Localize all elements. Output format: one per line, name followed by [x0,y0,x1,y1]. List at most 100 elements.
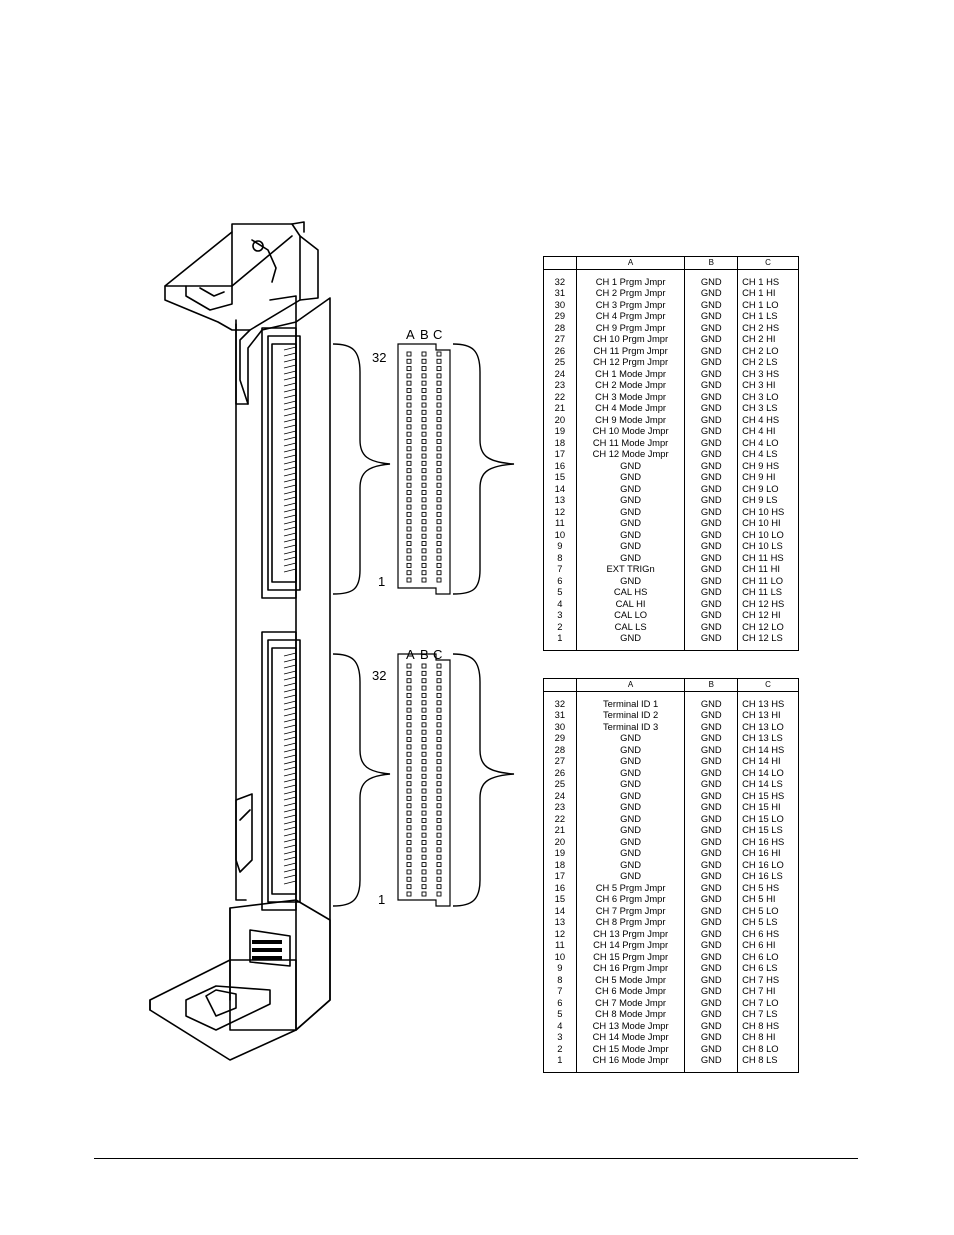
signal-a: CH 6 Mode Jmpr [575,985,686,997]
slot-contact-line [283,778,297,783]
connector-bottom-pin [421,737,427,742]
connector-top-pin [421,490,427,495]
connector-top-pin [421,395,427,401]
slot-contact-line [283,676,297,681]
connector-bottom-pin [436,722,442,728]
connector-top-pin [406,497,412,503]
connector-top-pin [436,388,442,393]
signal-a: GND [575,482,686,494]
signal-a: CH 11 Prgm Jmpr [575,344,686,356]
signal-c: CH 15 LS [737,824,799,836]
pin-number: 19 [543,425,577,437]
signal-c: CH 4 HS [737,413,799,425]
slot-contact-line [283,802,297,807]
connector-top-pin [421,439,427,444]
slot-contact-line [283,700,297,705]
connector-top-pin [436,417,442,423]
connector-top-pin [406,526,412,532]
slot-contact-line [283,544,297,549]
connector-top-pin [406,380,412,386]
signal-a: CH 7 Prgm Jmpr [575,904,686,916]
slot-contact-line [283,838,297,843]
signal-a: CH 10 Mode Jmpr [575,425,686,437]
signal-c: CH 8 HS [737,1019,799,1031]
connector-bottom-pin [406,832,412,838]
signal-a: GND [575,870,686,882]
connector-bottom-pin [436,876,442,882]
signal-b: GND [684,528,739,540]
signal-b: GND [684,597,739,609]
pin-number: 3 [543,609,577,621]
connector-top-pin [406,395,412,401]
connector-bottom-pin [406,825,412,831]
connector-top-pin [436,533,442,539]
signal-b: GND [684,755,739,767]
table-top-header-b: B [684,256,739,270]
connector-top-pin [436,366,442,372]
signal-b: GND [684,962,739,974]
signal-b: GND [684,413,739,425]
slot-contact-line [283,556,297,561]
table-bottom-header-c: C [737,678,799,692]
table-top-header-row [543,256,577,270]
signal-a: CH 8 Mode Jmpr [575,1008,686,1020]
connector-bottom-pin [436,847,442,853]
connector-top-pin [421,351,427,357]
connector-top-pin [436,402,442,408]
connector-bottom-pin [406,722,412,728]
connector-bottom-pin [436,891,442,897]
pin-number: 13 [543,916,577,928]
pin-number: 23 [543,379,577,391]
connector-top-pin [421,468,427,474]
connector-top-pin [436,548,442,554]
connector-top-pin [421,533,427,539]
slot-contact-line [283,550,297,555]
connector-top-pin [421,424,427,430]
connector-top-pin [421,402,427,408]
table-bottom-header-b: B [684,678,739,692]
connector-top-pin [406,570,412,576]
connector-bottom-col-b: B [420,647,429,662]
connector-bottom-pin [421,744,427,750]
slot-contact-line [283,454,297,459]
connector-top-pin [421,358,427,364]
connector-bottom-pin [436,825,442,831]
connector-top-pin [421,409,427,415]
signal-b: GND [684,494,739,506]
signal-a: CH 5 Mode Jmpr [575,973,686,985]
signal-b: GND [684,333,739,345]
slot-contact-line [283,424,297,429]
connector-bottom-pin [421,781,427,787]
connector-top-pin [406,417,412,423]
connector-bottom-pin [406,707,412,713]
signal-a: GND [575,835,686,847]
pin-number: 8 [543,551,577,563]
signal-a: GND [575,847,686,859]
connector-top-pin [406,446,412,452]
connector-bottom-pin [436,700,442,706]
connector-bottom-pin [436,663,442,669]
connector-bottom-col-a: A [406,647,415,662]
connector-top-pin [406,541,412,546]
connector-top-pin [436,497,442,503]
pin-number: 29 [543,310,577,322]
connector-top-pin [421,504,427,510]
slot-contact-line [283,754,297,759]
connector-bottom-pin [406,692,412,698]
signal-c: CH 4 LS [737,448,799,460]
